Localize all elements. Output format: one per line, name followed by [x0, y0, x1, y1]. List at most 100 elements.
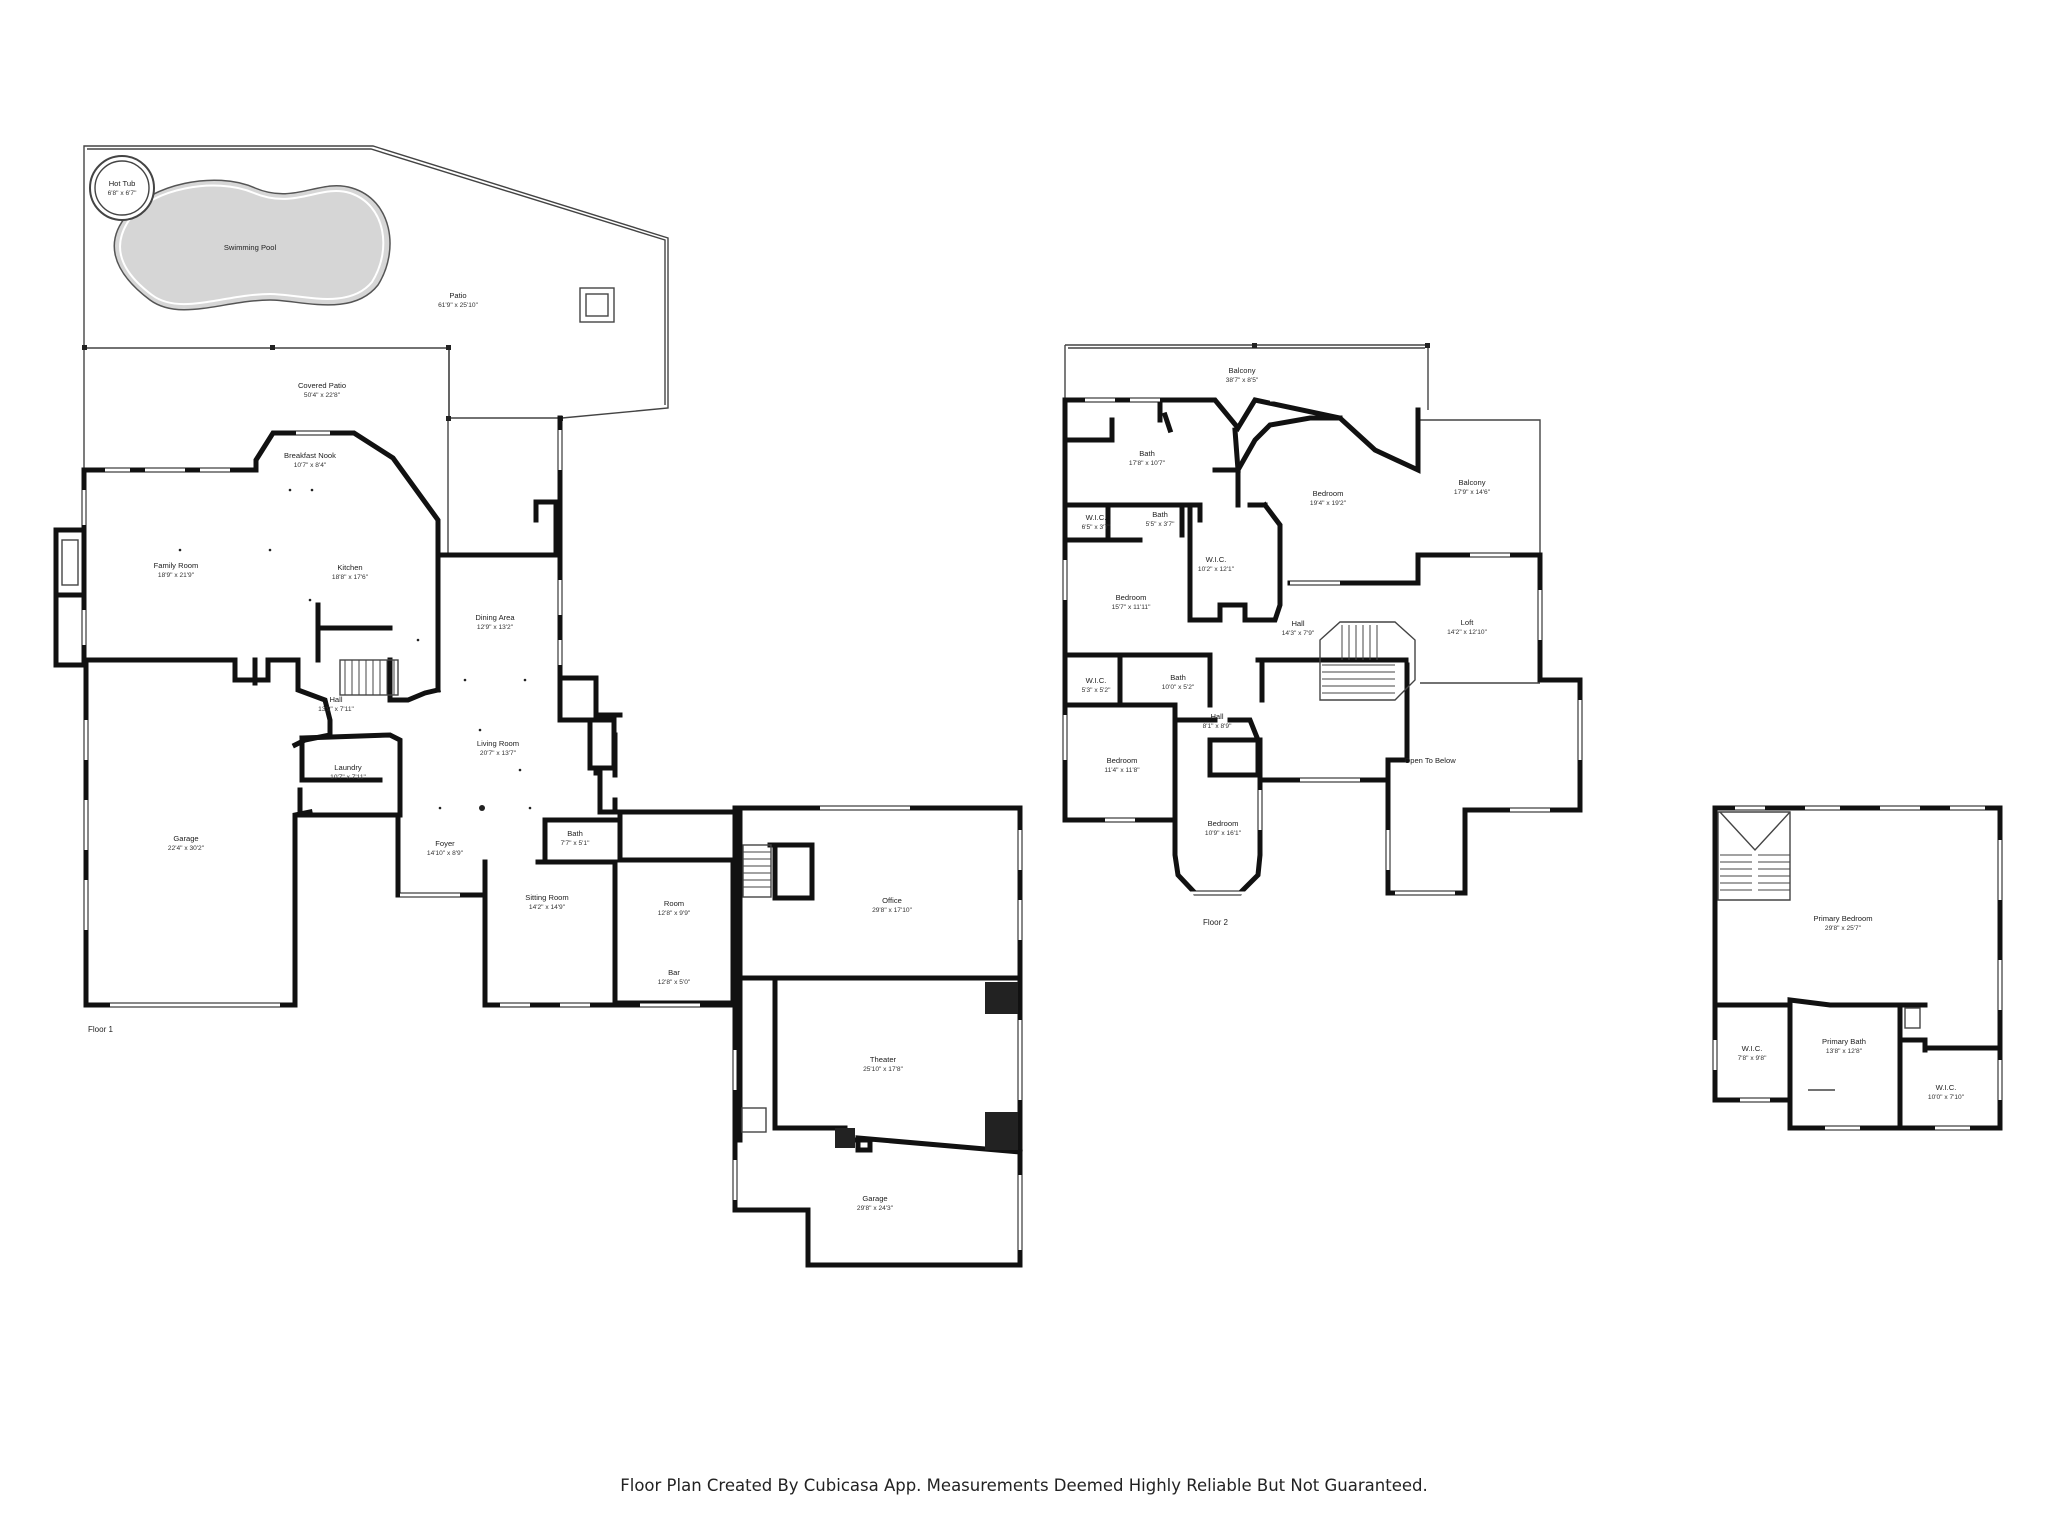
room-label: Bar 12'8" x 5'0" — [658, 968, 691, 986]
room-dimensions: 61'9" x 25'10" — [438, 302, 478, 309]
room-name: Open To Below — [1404, 756, 1456, 765]
room-label: Room 12'8" x 9'9" — [658, 899, 691, 917]
room-label: Bath 7'7" x 5'1" — [561, 829, 590, 847]
room-name: Bedroom — [1313, 489, 1344, 498]
room-name: Family Room — [154, 561, 199, 570]
room-name: Living Room — [477, 739, 519, 748]
room-label: Swimming Pool — [224, 243, 277, 252]
room-dimensions: 17'8" x 10'7" — [1129, 460, 1166, 467]
room-dimensions: 14'3" x 7'9" — [1282, 630, 1315, 637]
room-name: Balcony — [1228, 366, 1255, 375]
room-label: Covered Patio 50'4" x 22'8" — [298, 381, 346, 399]
room-dimensions: 14'10" x 8'9" — [427, 850, 464, 857]
room-dimensions: 10'9" x 16'1" — [1205, 830, 1242, 837]
room-name: W.I.C. — [1206, 555, 1227, 564]
room-label: Patio 61'9" x 25'10" — [438, 291, 478, 309]
room-name: Primary Bedroom — [1813, 914, 1872, 923]
room-name: Bath — [1139, 449, 1155, 458]
floor-3-plan — [1712, 805, 2003, 1131]
room-name: W.I.C. — [1936, 1083, 1957, 1092]
room-dimensions: 10'0" x 7'10" — [1928, 1094, 1965, 1101]
room-dimensions: 25'10" x 17'8" — [863, 1066, 903, 1073]
room-dimensions: 6'8" x 6'7" — [108, 190, 137, 197]
room-dimensions: 29'8" x 17'10" — [872, 907, 912, 914]
room-name: Bedroom — [1107, 756, 1138, 765]
room-dimensions: 29'8" x 25'7" — [1825, 925, 1862, 932]
room-dimensions: 19'4" x 19'2" — [1310, 500, 1347, 507]
room-name: Primary Bath — [1822, 1037, 1866, 1046]
room-dimensions: 8'1" x 8'9" — [1203, 723, 1232, 730]
room-name: Breakfast Nook — [284, 451, 336, 460]
room-label: Open To Below — [1404, 756, 1456, 765]
room-label: Garage 29'8" x 24'3" — [857, 1194, 894, 1212]
room-dimensions: 11'4" x 11'8" — [1104, 767, 1140, 774]
room-dimensions: 10'7" x 8'4" — [294, 462, 327, 469]
room-name: Kitchen — [337, 563, 362, 572]
room-name: Bar — [668, 968, 680, 977]
room-label: Family Room 18'9" x 21'9" — [154, 561, 199, 579]
room-label: W.I.C.6'5" x 3'7" — [1082, 513, 1111, 531]
room-name: Office — [882, 896, 902, 905]
room-dimensions: 18'9" x 21'9" — [158, 572, 195, 579]
room-label: W.I.C. 10'0" x 7'10" — [1928, 1083, 1965, 1101]
room-dimensions: 50'4" x 22'8" — [304, 392, 341, 399]
room-name: Bath — [567, 829, 583, 838]
room-dimensions: 29'8" x 24'3" — [857, 1205, 894, 1212]
room-name: Room — [664, 899, 684, 908]
room-dimensions: 12'8" x 9'9" — [658, 910, 691, 917]
room-dimensions: 12'9" x 13'2" — [477, 624, 514, 631]
room-dimensions: 13'8" x 12'8" — [1826, 1048, 1863, 1055]
floor-1-plan — [53, 145, 1023, 1268]
room-dimensions: 14'2" x 12'10" — [1447, 629, 1487, 636]
room-label: Bath 10'0" x 5'2" — [1162, 673, 1195, 691]
room-dimensions: 15'7" x 11'11" — [1112, 604, 1152, 611]
footer-disclaimer: Floor Plan Created By Cubicasa App. Meas… — [620, 1476, 1428, 1495]
room-name: Balcony — [1458, 478, 1485, 487]
room-dimensions: 10'2" x 12'1" — [1198, 566, 1235, 573]
room-label: Bedroom 11'4" x 11'8" — [1104, 756, 1140, 774]
room-label: Balcony 17'9" x 14'6" — [1454, 478, 1491, 496]
room-dimensions: 20'7" x 13'7" — [480, 750, 517, 757]
room-name: Bath — [1152, 510, 1168, 519]
room-dimensions: 5'3" x 5'2" — [1082, 687, 1111, 694]
room-name: Bath — [1170, 673, 1186, 682]
room-label: Hot Tub 6'8" x 6'7" — [108, 179, 137, 197]
floor-label: Floor 1 — [88, 1025, 113, 1034]
hot-tub — [89, 155, 155, 221]
room-label: W.I.C. 10'2" x 12'1" — [1198, 555, 1235, 573]
room-dimensions: 7'7" x 5'1" — [561, 840, 590, 847]
room-name: Patio — [449, 291, 466, 300]
room-name: Laundry — [334, 763, 362, 772]
room-name: Dining Area — [475, 613, 515, 622]
room-label: Bedroom 15'7" x 11'11" — [1112, 593, 1152, 611]
room-label: Dining Area 12'9" x 13'2" — [475, 613, 515, 631]
room-dimensions: 18'8" x 17'6" — [332, 574, 369, 581]
room-name: Garage — [862, 1194, 887, 1203]
room-dimensions: 5'5" x 3'7" — [1146, 521, 1175, 528]
room-name: Hall — [1291, 619, 1304, 628]
room-name: W.I.C. — [1742, 1044, 1763, 1053]
room-label: Breakfast Nook 10'7" x 8'4" — [284, 451, 336, 469]
room-name: Theater — [870, 1055, 897, 1064]
room-label: Kitchen 18'8" x 17'6" — [332, 563, 369, 581]
room-name: W.I.C. — [1086, 676, 1107, 685]
room-name: Covered Patio — [298, 381, 346, 390]
room-name: Bedroom — [1116, 593, 1147, 602]
room-label: Primary Bedroom 29'8" x 25'7" — [1813, 914, 1872, 932]
room-name: Hall — [329, 695, 342, 704]
room-dimensions: 17'9" x 14'6" — [1454, 489, 1491, 496]
room-label: W.I.C. 5'3" x 5'2" — [1082, 676, 1111, 694]
room-name: Hot Tub — [109, 179, 136, 188]
room-dimensions: 10'0" x 5'2" — [1162, 684, 1195, 691]
room-dimensions: 6'5" x 3'7" — [1082, 524, 1111, 531]
room-label: Bath 5'5" x 3'7" — [1146, 510, 1175, 528]
room-label: Hall 14'3" x 7'9" — [1282, 619, 1315, 637]
room-dimensions: 12'8" x 5'0" — [658, 979, 691, 986]
